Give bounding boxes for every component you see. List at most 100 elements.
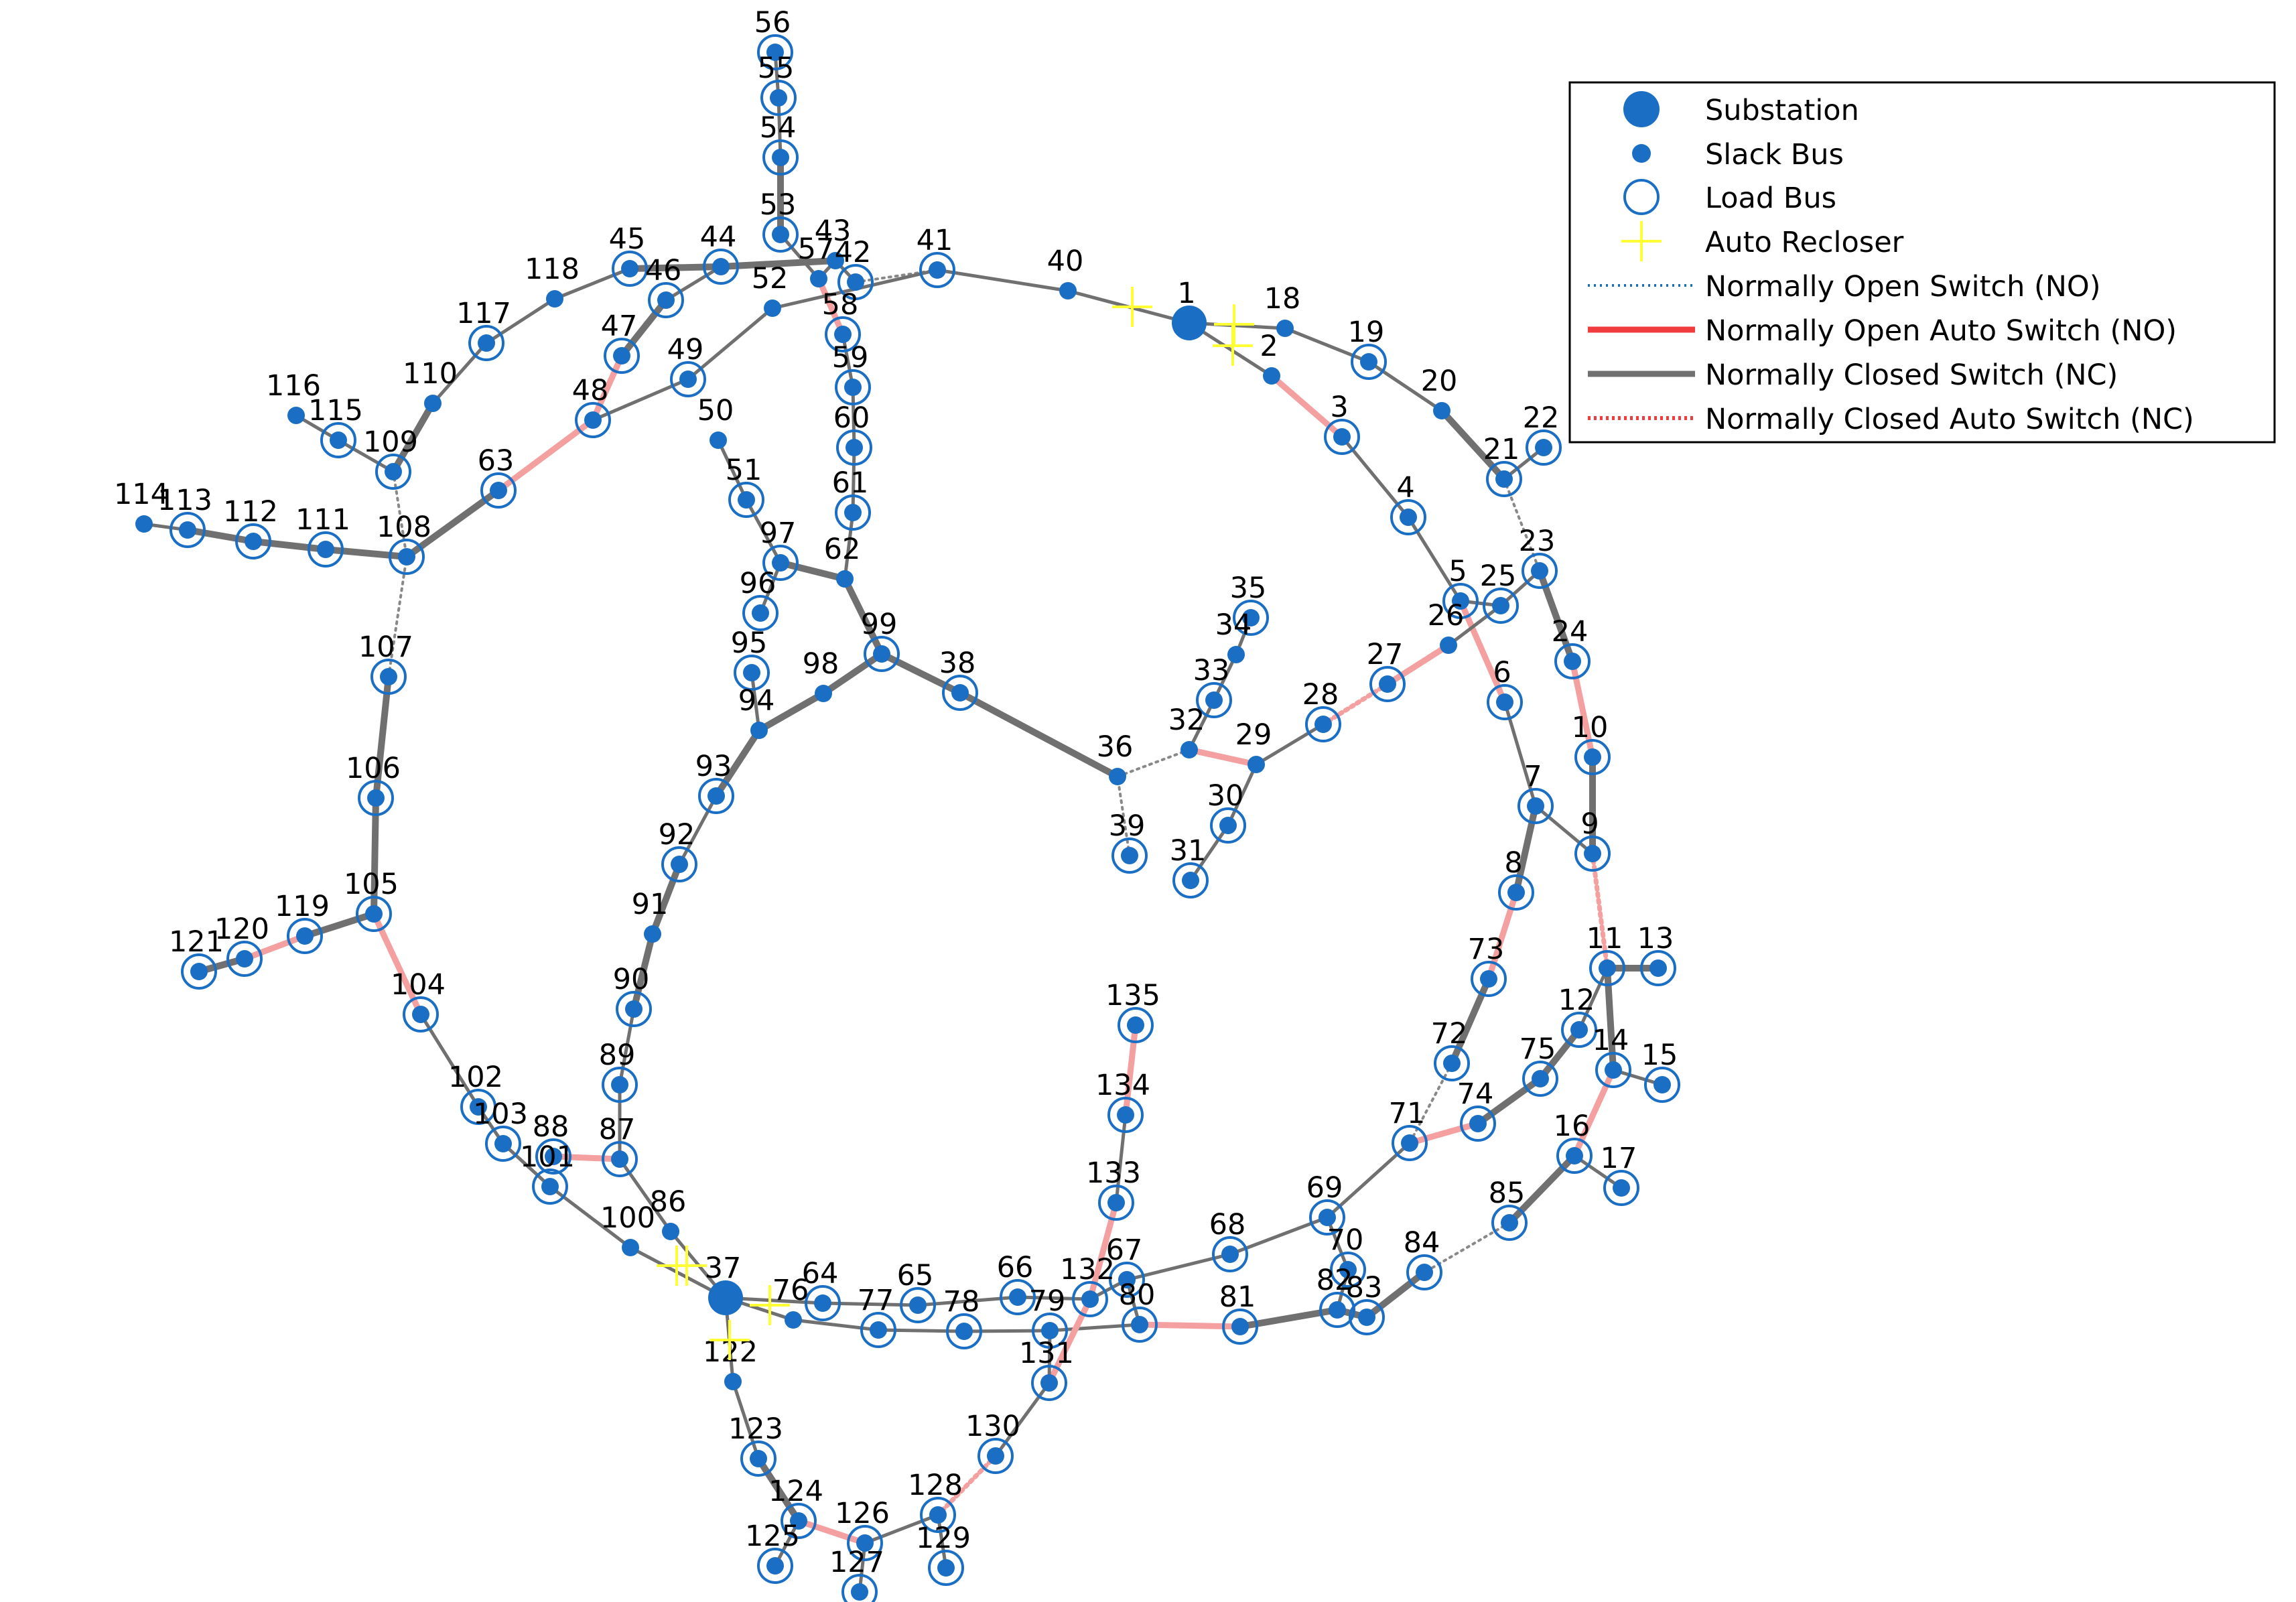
bus-label-99: 99 [861, 608, 898, 641]
bus-129 [928, 1550, 964, 1586]
edge-30-31 [1189, 823, 1230, 882]
bus-36 [1109, 768, 1126, 785]
edge-29-32 [1186, 746, 1260, 768]
bus-109 [375, 454, 411, 490]
bus-65 [900, 1287, 936, 1323]
bus-label-33: 33 [1193, 654, 1230, 687]
bus-83 [1349, 1299, 1385, 1335]
edge-9-11 [1590, 851, 1610, 971]
edge-81-80 [1136, 1321, 1243, 1330]
bus-label-49: 49 [667, 333, 704, 366]
bus-label-59: 59 [832, 341, 869, 375]
network-edges [142, 50, 1664, 1594]
bus-label-118: 118 [525, 253, 580, 286]
bus-label-124: 124 [768, 1475, 823, 1508]
bus-label-73: 73 [1468, 933, 1505, 966]
bus-label-20: 20 [1421, 364, 1458, 398]
bus-59 [835, 369, 871, 405]
edge-94-93 [713, 727, 762, 799]
edge-5-6 [1457, 598, 1508, 706]
bus-label-62: 62 [824, 533, 861, 566]
bus-6 [1487, 684, 1523, 720]
edge-107-108 [387, 555, 408, 678]
bus-label-114: 114 [114, 478, 169, 511]
bus-label-89: 89 [599, 1039, 636, 1072]
edge-32-36 [1116, 748, 1191, 778]
bus-40 [1059, 282, 1077, 299]
edge-40-41 [935, 268, 1070, 293]
bus-31 [1172, 862, 1209, 898]
bus-35 [1233, 600, 1269, 636]
bus-116 [287, 407, 305, 424]
bus-label-110: 110 [403, 357, 458, 391]
bus-128 [920, 1497, 956, 1533]
bus-label-26: 26 [1428, 599, 1465, 632]
bus-119 [287, 918, 323, 954]
bus-121 [181, 953, 217, 990]
bus-66 [1000, 1279, 1036, 1315]
bus-label-39: 39 [1109, 809, 1146, 843]
bus-69 [1309, 1199, 1345, 1236]
bus-81 [1222, 1309, 1258, 1345]
bus-label-117: 117 [456, 297, 511, 330]
bus-4 [1390, 499, 1426, 535]
auto-reclosers [657, 287, 1254, 1360]
bus-label-105: 105 [344, 868, 399, 901]
edge-108-111 [322, 546, 410, 560]
edge-46-44 [664, 265, 723, 302]
edge-118-117 [484, 297, 557, 345]
bus-50 [710, 431, 727, 449]
edge-57-53 [779, 232, 821, 281]
edge-39-36 [1116, 775, 1131, 857]
bus-37 [708, 1280, 743, 1315]
bus-label-47: 47 [601, 310, 638, 343]
edge-73-72 [1448, 976, 1492, 1067]
edge-58-57 [815, 275, 846, 338]
edge-97-96 [758, 561, 783, 615]
bus-71 [1392, 1125, 1428, 1161]
bus-label-6: 6 [1493, 656, 1511, 689]
bus-94 [750, 722, 768, 739]
legend-auto-recloser-marker [1621, 221, 1662, 261]
bus-label-38: 38 [939, 647, 976, 680]
bus-46 [648, 282, 684, 318]
bus-113 [170, 512, 206, 548]
bus-label-22: 22 [1523, 401, 1560, 435]
bus-label-40: 40 [1047, 245, 1084, 278]
edge-63-48 [495, 417, 596, 494]
edge-111-112 [250, 538, 329, 553]
bus-label-76: 76 [772, 1274, 809, 1307]
bus-80 [1122, 1307, 1158, 1343]
bus-73 [1471, 961, 1507, 997]
bus-label-5: 5 [1448, 555, 1467, 588]
bus-55 [760, 80, 797, 116]
bus-62 [836, 570, 854, 588]
bus-label-30: 30 [1207, 779, 1244, 813]
bus-53 [762, 216, 799, 253]
bus-label-19: 19 [1348, 316, 1385, 349]
bus-131 [1031, 1365, 1067, 1401]
bus-label-50: 50 [697, 394, 734, 427]
edge-62-61 [843, 511, 855, 581]
bus-123 [740, 1441, 776, 1477]
bus-label-95: 95 [731, 626, 768, 660]
bus-label-74: 74 [1457, 1077, 1494, 1111]
bus-93 [698, 778, 734, 814]
bus-label-48: 48 [572, 374, 609, 407]
bus-label-128: 128 [908, 1469, 963, 1502]
edge-45-118 [553, 267, 632, 301]
bus-label-44: 44 [700, 220, 737, 254]
edge-124-123 [755, 1455, 802, 1524]
bus-label-14: 14 [1593, 1024, 1629, 1057]
bus-45 [612, 251, 648, 287]
bus-label-133: 133 [1086, 1156, 1141, 1190]
bus-134 [1107, 1097, 1144, 1133]
bus-label-17: 17 [1601, 1142, 1637, 1175]
bus-label-71: 71 [1389, 1097, 1426, 1130]
bus-17 [1603, 1170, 1639, 1206]
edge-54-55 [776, 96, 783, 159]
bus-label-2: 2 [1260, 330, 1278, 363]
bus-64 [805, 1285, 841, 1321]
bus-107 [370, 659, 407, 695]
